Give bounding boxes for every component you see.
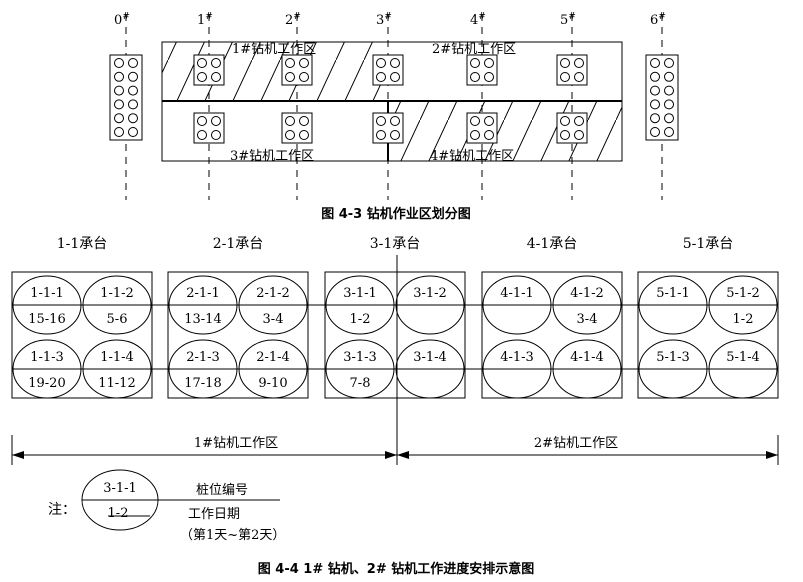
pile-id: 1-1-1 <box>30 286 64 301</box>
zone-label-3: 3#钻机工作区 <box>230 149 314 164</box>
figure-4-3: 0# 1# 2# 3# 4# 5# 6# 1#钻机工作区 2#钻机工作区 3#钻机工作区 4… <box>109 12 679 222</box>
pile-group-top-3 <box>372 54 404 86</box>
pile-group-bottom-3 <box>372 112 404 144</box>
legend-sample-days: 1-2 <box>108 506 129 521</box>
pile-cap-frame <box>11 271 153 399</box>
pile-id: 5-1-2 <box>726 286 760 301</box>
pile-cap-1: 1-1承台 1-1-1 15-16 1-1-2 5-6 1-1-3 19-20 1-1-4 11… <box>11 236 153 399</box>
pile-days: 3-4 <box>577 312 598 327</box>
figure-4-4: 1-1承台 1-1-1 15-16 1-1-2 5-6 1-1-3 19-20 1-1-4 11… <box>11 236 779 577</box>
pile-id: 1-1-3 <box>30 350 64 365</box>
pile-1-1-1: 1-1-1 15-16 <box>12 275 82 335</box>
axis-label-1: 1# <box>197 12 213 28</box>
pile-days: 11-12 <box>98 376 135 391</box>
pile-cap-label: 4-1承台 <box>527 236 578 252</box>
pile-groups <box>109 54 679 144</box>
arrowhead-left-inner <box>385 451 397 459</box>
pile-days: 19-20 <box>28 376 65 391</box>
pile-days: 9-10 <box>258 376 287 391</box>
pile-id: 4-1-3 <box>500 350 534 365</box>
pile-id: 5-1-1 <box>656 286 690 301</box>
zone-label-1: 1#钻机工作区 <box>232 42 316 57</box>
pile-id: 4-1-4 <box>570 350 604 365</box>
axis-label-2: 2# <box>285 12 301 28</box>
legend: 注： 3-1-1 1-2 桩位编号 工作日期 （第1天~第2天） <box>48 469 285 543</box>
zone-label-4: 4#钻机工作区 <box>430 149 514 164</box>
pile-group-bottom-5 <box>556 112 588 144</box>
figure-4-3-caption: 图 4-3 钻机作业区划分图 <box>321 206 471 222</box>
legend-days-desc: 工作日期 <box>188 507 240 522</box>
pile-cap-frame <box>481 271 623 399</box>
legend-sample-id: 3-1-1 <box>103 481 137 496</box>
pile-id: 3-1-2 <box>413 286 447 301</box>
pile-id: 4-1-2 <box>570 286 604 301</box>
pile-id: 1-1-4 <box>100 350 134 365</box>
pile-days: 1-2 <box>350 312 371 327</box>
pile-group-axis-6 <box>645 54 679 141</box>
pile-group-top-5 <box>556 54 588 86</box>
pile-id: 2-1-2 <box>256 286 290 301</box>
arrowhead-right-outer <box>766 451 778 459</box>
range-label-left: 1#钻机工作区 <box>194 436 278 451</box>
pile-cap-frame <box>324 271 466 399</box>
pile-4-1-2: 4-1-2 3-4 <box>552 275 622 335</box>
axis-label-0: 0# <box>114 12 130 28</box>
pile-days: 13-14 <box>184 312 221 327</box>
legend-note: 注： <box>48 502 76 518</box>
pile-days: 3-4 <box>263 312 284 327</box>
pile-days: 17-18 <box>184 376 221 391</box>
pile-group-axis-0 <box>109 54 143 141</box>
pile-2-1-3: 2-1-3 17-18 <box>168 339 238 399</box>
pile-id: 4-1-1 <box>500 286 534 301</box>
pile-id: 3-1-1 <box>343 286 377 301</box>
arrowhead-right-inner <box>397 451 409 459</box>
pile-days: 7-8 <box>350 376 371 391</box>
axis-label-6: 6# <box>650 12 666 28</box>
pile-days: 15-16 <box>28 312 65 327</box>
figure-4-4-caption: 图 4-4 1# 钻机、2# 钻机工作进度安排示意图 <box>258 561 534 577</box>
pile-id: 2-1-4 <box>256 350 290 365</box>
pile-group-top-4 <box>466 54 498 86</box>
pile-cap-label: 3-1承台 <box>370 236 421 252</box>
pile-group-bottom-4 <box>466 112 498 144</box>
pile-cap-label: 2-1承台 <box>213 236 264 252</box>
legend-days-note: （第1天~第2天） <box>180 528 285 543</box>
legend-id-desc: 桩位编号 <box>196 483 248 498</box>
pile-cap-label: 5-1承台 <box>683 236 734 252</box>
pile-id: 3-1-4 <box>413 350 447 365</box>
pile-cap-3: 3-1承台 3-1-1 1-2 3-1-2 3-1-3 7-8 3-1-4 <box>324 236 466 399</box>
pile-cap-4: 4-1承台 4-1-1 4-1-2 3-4 4-1-3 4-1-4 <box>481 236 623 399</box>
range-label-right: 2#钻机工作区 <box>534 436 618 451</box>
arrowhead-left-outer <box>12 451 24 459</box>
axis-label-4: 4# <box>470 12 486 28</box>
pile-id: 3-1-3 <box>343 350 377 365</box>
pile-id: 5-1-4 <box>726 350 760 365</box>
pile-group-top-1 <box>193 54 225 86</box>
zone-label-2: 2#钻机工作区 <box>432 42 516 57</box>
axis-label-3: 3# <box>376 12 392 28</box>
pile-group-top-2 <box>281 54 313 86</box>
pile-1-1-3: 1-1-3 19-20 <box>12 339 82 399</box>
pile-1-1-4: 1-1-4 11-12 <box>82 339 152 399</box>
pile-cap-frame <box>637 271 779 399</box>
pile-cap-label: 1-1承台 <box>57 236 108 252</box>
pile-id: 2-1-3 <box>186 350 220 365</box>
pile-caps: 1-1承台 1-1-1 15-16 1-1-2 5-6 1-1-3 19-20 1-1-4 11… <box>11 236 779 399</box>
pile-days: 1-2 <box>733 312 754 327</box>
pile-group-bottom-2 <box>281 112 313 144</box>
axis-label-5: 5# <box>560 12 576 28</box>
pile-id: 5-1-3 <box>656 350 690 365</box>
pile-cap-frame <box>167 271 309 399</box>
pile-id: 2-1-1 <box>186 286 220 301</box>
pile-days: 5-6 <box>107 312 128 327</box>
pile-id: 1-1-2 <box>100 286 134 301</box>
pile-cap-5: 5-1承台 5-1-1 5-1-2 1-2 5-1-3 5-1-4 <box>637 236 779 399</box>
pile-cap-2: 2-1承台 2-1-1 13-14 2-1-2 3-4 2-1-3 17-18 2-1-4 9-… <box>167 236 309 399</box>
pile-group-bottom-1 <box>193 112 225 144</box>
